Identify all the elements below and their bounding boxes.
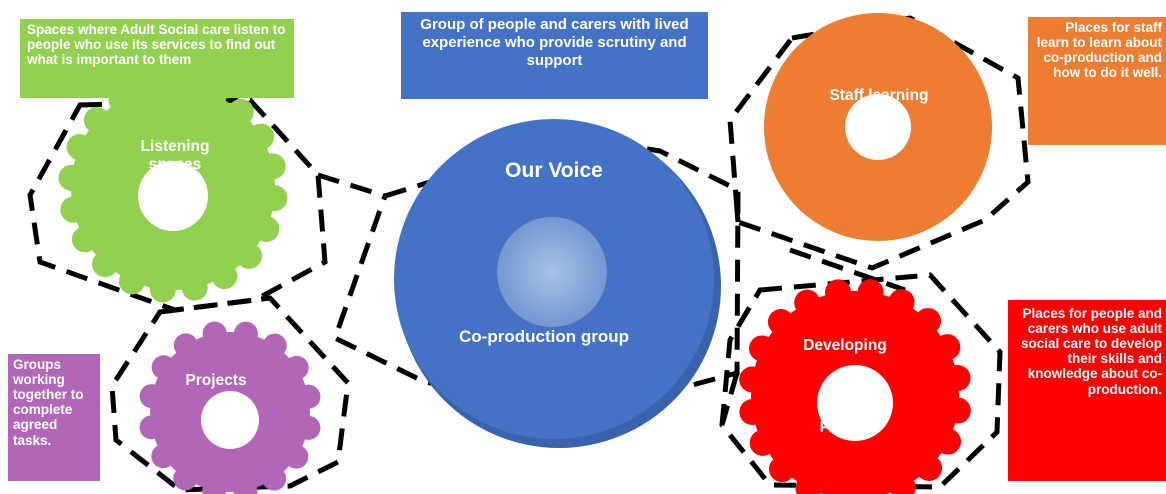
listening-description-box: Spaces where Adult Social care listen to… <box>20 19 294 98</box>
listening-description: Spaces where Adult Social care listen to… <box>27 22 286 68</box>
co-production-group-label: Co-production group <box>459 327 629 346</box>
staff-learning-label: Staff learning <box>829 87 929 104</box>
dashed-outlines <box>27 15 1031 493</box>
developing-people-gear <box>739 279 971 494</box>
link-center-developing <box>719 372 740 426</box>
scrutiny-description: Group of people and carers with lived ex… <box>420 16 689 69</box>
developing-outline <box>719 272 1003 490</box>
projects-label: Projects <box>185 372 247 389</box>
groups-description: Groups working together to complete agre… <box>13 357 84 448</box>
staff-description: Places for staff learn to learn about co… <box>1036 20 1162 81</box>
gear-hole <box>138 161 208 231</box>
developing-description: Places for people and carers who use adu… <box>1020 306 1162 397</box>
developing-label: Developing <box>803 337 887 354</box>
gear-hole <box>201 391 259 449</box>
staff-learning-ring <box>764 13 992 241</box>
our-voice-circle <box>394 119 721 448</box>
link-center-staff <box>734 209 741 223</box>
staff-description-box: Places for staff learn to learn about co… <box>1028 17 1166 145</box>
scrutiny-description-box: Group of people and carers with lived ex… <box>401 12 708 99</box>
our-voice-title: Our Voice <box>505 159 603 182</box>
people-label: People <box>819 419 871 436</box>
link-listening-center <box>317 172 386 199</box>
link-staff-developing <box>789 247 906 293</box>
projects-outline <box>109 295 351 493</box>
developing-description-box: Places for people and carers who use adu… <box>1008 300 1166 481</box>
listening-spaces-label: Listening spaces <box>140 138 210 173</box>
listening-spaces-gear <box>58 73 288 303</box>
projects-gear <box>139 321 321 494</box>
groups-description-box: Groups working together to complete agre… <box>8 354 100 481</box>
gear-hole <box>817 365 893 441</box>
